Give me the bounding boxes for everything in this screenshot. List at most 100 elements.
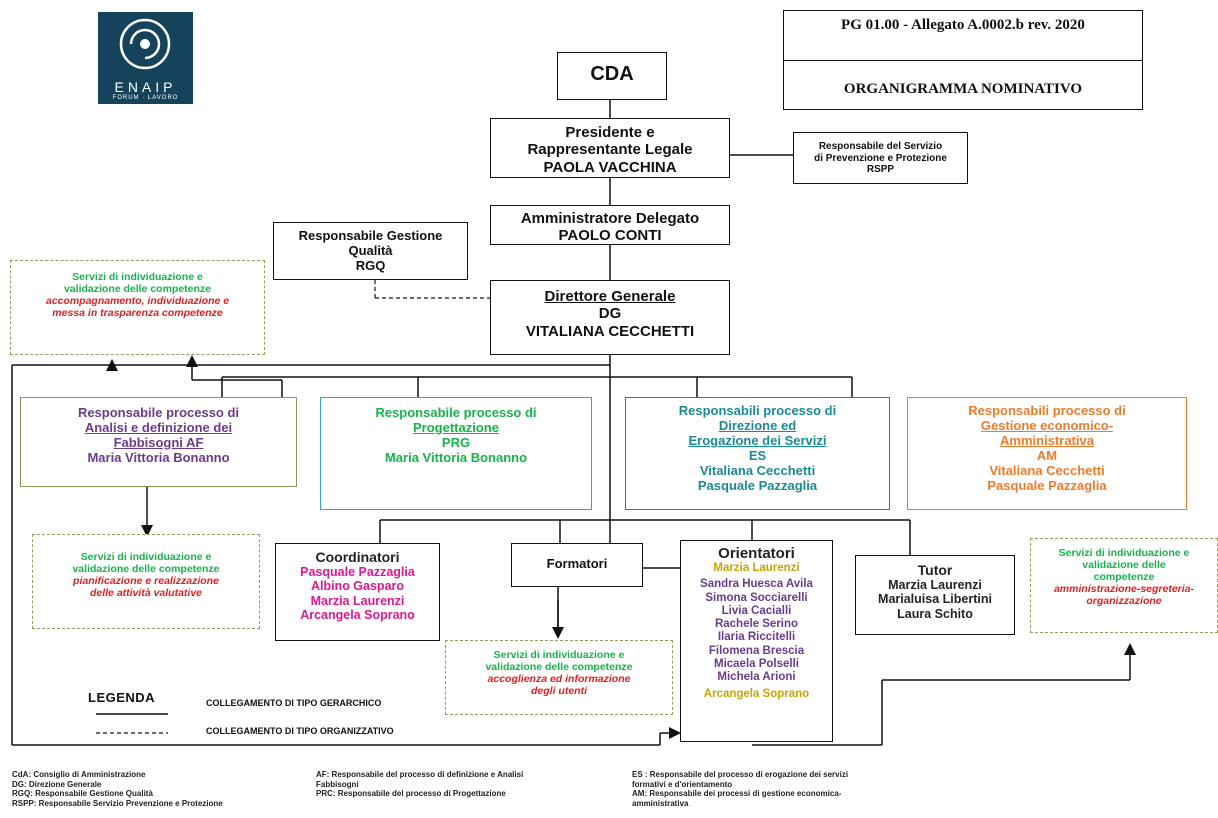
tutor-name-1: Marzia Laurenzi: [888, 578, 982, 593]
cda-box: CDA: [557, 52, 667, 100]
tutor-name-3: Laura Schito: [897, 606, 973, 621]
legend-hierarchical: COLLEGAMENTO DI TIPO GERARCHICO: [206, 698, 382, 708]
tutor-name-2: Marialuisa Libertini: [878, 592, 992, 607]
footer-col-1: CdA: Consiglio di Amministrazione DG: Di…: [12, 770, 282, 808]
orientatori-name-5: Ilaria Riccitelli: [717, 631, 796, 644]
orientatori-box: Orientatori Marzia Laurenzi Sandra Huesc…: [680, 540, 833, 742]
ad-name: PAOLO CONTI: [558, 227, 662, 245]
orientatori-name-8: Michela Arioni: [717, 671, 796, 683]
am-line-3: Amministrativa: [1000, 432, 1094, 448]
cda-label: CDA: [590, 63, 634, 85]
service-title-1: Servizi di individuazione e: [493, 649, 625, 661]
prg-name: Maria Vittoria Bonanno: [384, 449, 528, 465]
service-sub-1: amministrazione-segreteria-: [1053, 583, 1195, 596]
rspp-line-2: di Prevenzione e Protezione: [814, 152, 947, 164]
tutor-box: Tutor Marzia Laurenzi Marialuisa Liberti…: [855, 555, 1015, 635]
af-line-1: Responsabile processo di: [77, 405, 240, 420]
logo-text: ENAIP: [114, 79, 177, 95]
footer-line: PRC: Responsabile del processo di Proget…: [316, 789, 506, 799]
service-title-1: Servizi di individuazione e: [80, 551, 212, 563]
coordinatori-name-3: Marzia Laurenzi: [310, 593, 405, 608]
af-line-3: Fabbisogni AF: [113, 434, 204, 450]
rgq-line-1: Responsabile Gestione: [298, 228, 443, 243]
orientatori-name-4: Rachele Serino: [714, 618, 799, 631]
service-box-accoglienza: Servizi di individuazione e validazione …: [445, 640, 673, 715]
president-box: Presidente e Rappresentante Legale PAOLA…: [490, 118, 730, 178]
rspp-line-1: Responsabile del Servizio: [818, 141, 943, 152]
coordinatori-name-2: Albino Gasparo: [310, 579, 405, 594]
footer-col-3: ES : Responsabile del processo di erogaz…: [632, 770, 952, 808]
footer-line: DG: Direzione Generale: [12, 779, 102, 789]
service-title-1: Servizi di individuazione e: [72, 271, 203, 283]
prg-line-1: Responsabile processo di: [375, 405, 537, 420]
coordinatori-name-1: Pasquale Pazzaglia: [300, 565, 415, 580]
ad-role: Amministratore Delegato: [520, 210, 700, 227]
orientatori-last: Arcangela Soprano: [703, 688, 810, 701]
prg-box: Responsabile processo di Progettazione P…: [320, 397, 592, 510]
document-header: PG 01.00 - Allegato A.0002.b rev. 2020 O…: [783, 10, 1143, 110]
service-box-amministrazione: Servizi di individuazione e validazione …: [1030, 538, 1218, 633]
footer-col-2: AF: Responsabile del processo di definiz…: [316, 770, 606, 799]
footer-line: ES : Responsabile del processo di erogaz…: [632, 770, 849, 779]
ad-box: Amministratore Delegato PAOLO CONTI: [490, 205, 730, 245]
service-title-1: Servizi di individuazione e: [1058, 547, 1190, 559]
legend-organizational: COLLEGAMENTO DI TIPO ORGANIZZATIVO: [206, 726, 394, 736]
orientatori-name-7: Micaela Polselli: [713, 657, 799, 670]
service-box-pianificazione: Servizi di individuazione e validazione …: [32, 534, 260, 629]
service-title-2: validazione delle competenze: [72, 563, 220, 576]
es-name-2: Pasquale Pazzaglia: [697, 477, 818, 493]
document-title: ORGANIGRAMMA NOMINATIVO: [843, 81, 1083, 97]
es-line-2: Direzione ed: [718, 417, 797, 433]
am-box: Responsabili processo di Gestione econom…: [907, 397, 1187, 510]
prg-line-2: Progettazione: [413, 419, 499, 435]
legend-title: LEGENDA: [88, 690, 156, 705]
es-box: Responsabili processo di Direzione ed Er…: [625, 397, 890, 510]
am-name-1: Vitaliana Cecchetti: [989, 462, 1105, 478]
footer-line: RSPP: Responsabile Servizio Prevenzione …: [12, 798, 223, 808]
coordinatori-name-4: Arcangela Soprano: [300, 608, 415, 623]
af-name: Maria Vittoria Bonanno: [87, 449, 230, 465]
am-abbr: AM: [1036, 447, 1058, 463]
am-name-2: Pasquale Pazzaglia: [987, 477, 1107, 493]
dg-role: Direttore Generale: [544, 288, 676, 305]
president-role-1: Presidente e: [565, 124, 655, 141]
footer-line: AM: Responsabile dei processi di gestion…: [632, 789, 842, 799]
orientatori-name-6: Filomena Brescia: [708, 644, 805, 657]
document-code: PG 01.00 - Allegato A.0002.b rev. 2020: [841, 17, 1085, 33]
rspp-line-3: RSPP: [866, 164, 895, 175]
rspp-box: Responsabile del Servizio di Prevenzione…: [793, 132, 968, 184]
tutor-title: Tutor: [917, 562, 953, 578]
es-abbr: ES: [748, 447, 767, 463]
af-box: Responsabile processo di Analisi e defin…: [20, 397, 297, 487]
am-line-1: Responsabili processo di: [968, 403, 1126, 418]
coordinatori-box: Coordinatori Pasquale Pazzaglia Albino G…: [275, 543, 440, 641]
service-title-2: validazione delle competenze: [485, 661, 633, 674]
es-line-1: Responsabili processo di: [678, 403, 837, 418]
es-line-3: Erogazione dei Servizi: [688, 432, 827, 448]
rgq-line-3: RGQ: [355, 257, 386, 273]
footer-line: CdA: Consiglio di Amministrazione: [12, 770, 146, 779]
service-sub-2: messa in trasparenza competenze: [52, 307, 223, 320]
rgq-box: Responsabile Gestione Qualità RGQ: [273, 222, 468, 280]
formatori-box: Formatori: [511, 543, 643, 587]
footer-line: amministrativa: [632, 798, 689, 808]
service-sub-1: pianificazione e realizzazione: [73, 575, 219, 588]
service-title-2: validazione delle: [1082, 559, 1166, 572]
dg-box: Direttore Generale DG VITALIANA CECCHETT…: [490, 280, 730, 355]
af-line-2: Analisi e definizione dei: [84, 419, 233, 435]
service-sub-1: accompagnamento, individuazione e: [45, 295, 230, 308]
dg-abbr: DG: [598, 305, 622, 323]
service-sub-2: degli utenti: [531, 685, 587, 698]
logo-subtext: FORUM · LAVORO: [112, 95, 179, 101]
service-title-2: validazione delle competenze: [63, 283, 212, 296]
orientatori-name-3: Livia Cacialli: [721, 604, 792, 617]
spiral-logo-icon: [119, 18, 171, 70]
coordinatori-title: Coordinatori: [315, 549, 400, 565]
formatori-title: Formatori: [546, 556, 608, 571]
orientatori-title: Orientatori: [718, 545, 795, 562]
footer-line: Fabbisogni: [316, 779, 359, 789]
service-title-3: competenze: [1093, 571, 1155, 584]
rgq-line-2: Qualità: [348, 242, 393, 258]
president-name: PAOLA VACCHINA: [543, 158, 677, 176]
dg-name: VITALIANA CECCHETTI: [525, 322, 695, 340]
